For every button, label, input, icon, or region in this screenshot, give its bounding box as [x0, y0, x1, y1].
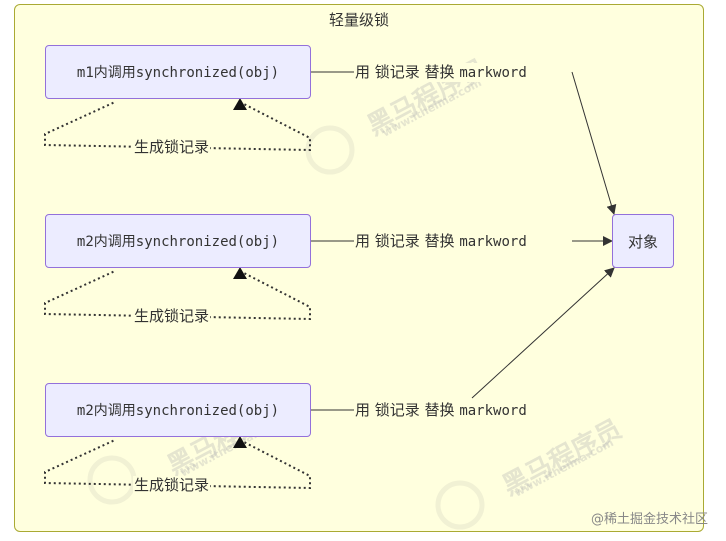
node-m2b-label: m2内调用synchronized(obj) [76, 403, 280, 419]
edge-label-m2b-keyword: markword [459, 403, 527, 419]
self-loop-label-m2a: 生成锁记录 [133, 307, 211, 325]
self-loop-label-m2b: 生成锁记录 [133, 476, 211, 494]
watermark-logo-icon-1 [305, 125, 355, 175]
self-loop-m1 [44, 101, 311, 152]
self-loop-arrowhead-m2a [233, 267, 247, 279]
node-object-label: 对象 [627, 232, 658, 251]
self-loop-label-m1: 生成锁记录 [133, 138, 211, 156]
self-loop-m2b [44, 439, 311, 490]
watermark-logo-icon-3 [435, 480, 485, 530]
node-m2-sync-first: m2内调用synchronized(obj) [45, 214, 311, 268]
node-m1-label: m1内调用synchronized(obj) [76, 65, 280, 81]
edge-label-m2a: 用 锁记录 替换 markword [354, 232, 528, 251]
self-loop-arrowhead-m1 [233, 98, 247, 110]
node-m2a-label: m2内调用synchronized(obj) [76, 234, 280, 250]
edge-m1-to-object [310, 71, 614, 214]
edge-label-m1: 用 锁记录 替换 markword [354, 63, 528, 82]
cluster-title: 轻量级锁 [328, 11, 389, 29]
watermark-logo-icon-2 [87, 455, 137, 505]
edge-label-m2a-keyword: markword [459, 234, 527, 250]
node-m2-sync-second: m2内调用synchronized(obj) [45, 383, 311, 437]
edge-label-m1-keyword: markword [459, 65, 527, 81]
footer-credit: @稀土掘金技术社区 [590, 512, 708, 527]
node-object: 对象 [612, 214, 674, 268]
edge-label-m2b: 用 锁记录 替换 markword [354, 401, 528, 420]
edge-label-m2b-prefix: 用 锁记录 替换 [355, 401, 460, 419]
self-loop-m2a [44, 270, 311, 321]
edge-m2b-to-object [310, 268, 614, 411]
node-m1-sync: m1内调用synchronized(obj) [45, 45, 311, 99]
edge-label-m1-prefix: 用 锁记录 替换 [355, 63, 460, 81]
self-loop-arrowhead-m2b [233, 436, 247, 448]
edge-label-m2a-prefix: 用 锁记录 替换 [355, 232, 460, 250]
